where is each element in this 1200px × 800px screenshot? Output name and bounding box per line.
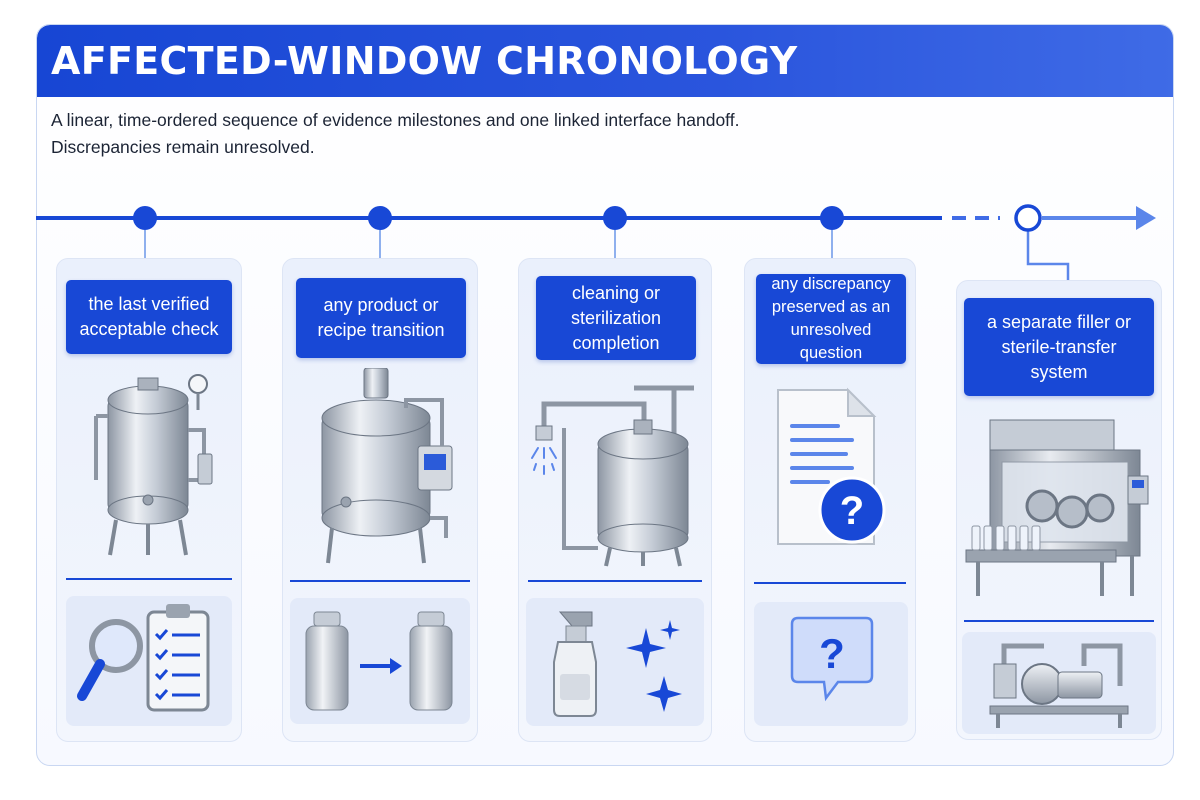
mixing-tank-icon [321, 368, 453, 564]
pump-skid-icon [989, 643, 1129, 728]
page-title: AFFECTED-WINDOW CHRONOLOGY [51, 39, 798, 83]
filling-line-icon [965, 419, 1149, 596]
milestone-label-4: any discrepancy preserved as an unresolv… [756, 274, 906, 364]
milestone-divider-4 [754, 582, 906, 584]
spray-sparkle-icon [553, 611, 682, 717]
svg-text:?: ? [840, 489, 864, 533]
milestone-divider-2 [290, 580, 470, 582]
speech-question-icon: ? [790, 616, 874, 702]
milestone-label-2: any product or recipe transition [296, 278, 466, 358]
title-bar: AFFECTED-WINDOW CHRONOLOGY [37, 25, 1173, 97]
milestone-label-3: cleaning or sterilization completion [536, 276, 696, 360]
milestone-divider-3 [528, 580, 702, 582]
handoff-label: a separate filler or sterile-transfer sy… [964, 298, 1154, 396]
subtitle-line-1: A linear, time-ordered sequence of evide… [51, 110, 740, 130]
handoff-divider [964, 620, 1154, 622]
milestone-divider-1 [66, 578, 232, 580]
cip-tank-icon [531, 385, 694, 567]
milestone-label-1: the last verified acceptable check [66, 280, 232, 354]
svg-text:?: ? [819, 630, 845, 677]
tank-vessel-icon [94, 374, 213, 556]
document-question-icon: ? [777, 387, 886, 545]
magnifier-checklist-icon [77, 604, 210, 712]
bottle-transition-icon [305, 611, 453, 711]
subtitle: A linear, time-ordered sequence of evide… [51, 107, 1051, 161]
subtitle-line-2: Discrepancies remain unresolved. [51, 137, 315, 157]
